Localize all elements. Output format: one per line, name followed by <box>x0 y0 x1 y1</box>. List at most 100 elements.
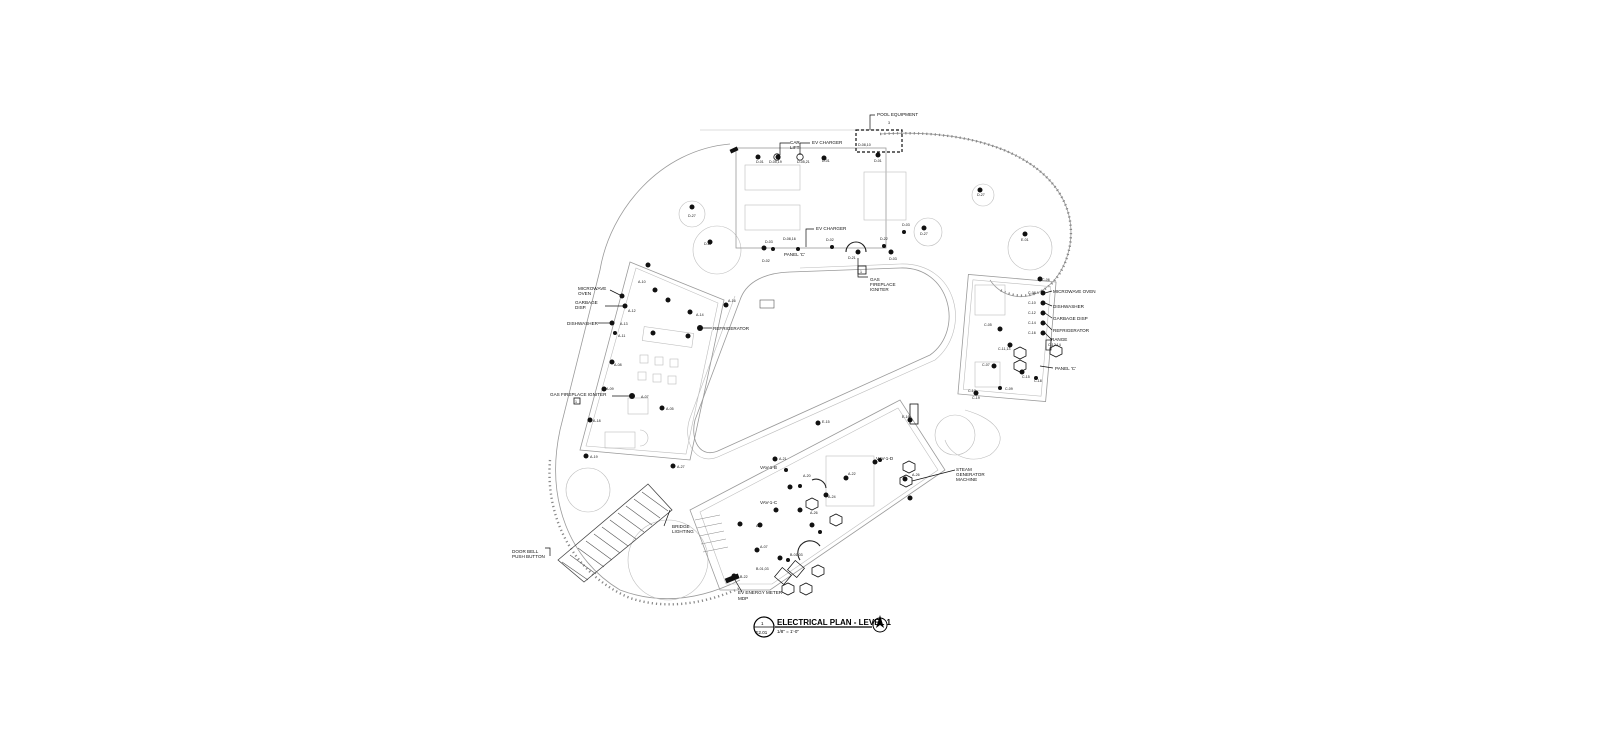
circuit-tag: C-12,14 <box>1048 343 1061 347</box>
circuit-tag: D-01 <box>822 159 830 163</box>
circuit-tag: D-01 <box>874 159 882 163</box>
circuit-tag: D-08,10 <box>858 143 871 147</box>
circuit-tag: A-18 <box>593 419 601 423</box>
label-steam-1: STEAM <box>956 467 972 472</box>
circuit-tag: E-01 <box>1021 238 1029 242</box>
label-microwave-1: MICROWAVE <box>578 286 606 291</box>
callout-labels: POOL EQUIPMENT 3 CAR LIFT EV CHARGER EV … <box>512 112 1096 601</box>
circuit-tag: C-10 <box>1028 301 1036 305</box>
circuit-tag: A-24 <box>828 495 836 499</box>
circuit-tag: E-16 <box>902 415 910 419</box>
circuit-tag: A-22 <box>848 472 856 476</box>
label-dishwasher-right: DISHWASHER <box>1053 304 1085 309</box>
circuit-tag: D-22 <box>880 237 888 241</box>
label-car-lift-1: CAR <box>790 140 800 145</box>
label-ev-charger-mid: EV CHARGER <box>816 226 847 231</box>
label-ev-charger-top: EV CHARGER <box>812 140 843 145</box>
tag-pool: 3 <box>888 121 890 125</box>
label-door-bell-1: DOOR BELL <box>512 549 539 554</box>
electrical-devices <box>573 146 1063 596</box>
circuit-tag: D-03 <box>765 240 773 244</box>
circuit-tag: D-27 <box>704 242 712 246</box>
circuit-tag: C-18 <box>1034 379 1042 383</box>
drawing-number: 1 <box>761 621 764 626</box>
circuit-tag: C-16 <box>1028 331 1036 335</box>
label-car-lift-2: LIFT <box>790 145 800 150</box>
label-garbage-2: DISP. <box>575 305 586 310</box>
circuit-tag: A-27 <box>677 465 685 469</box>
drive-loop <box>687 263 956 460</box>
circuit-tag: D-27 <box>920 232 928 236</box>
site-boundary <box>548 129 1073 606</box>
label-garbage-right: GARBAGE DISP <box>1053 316 1088 321</box>
label-refrigerator-right: REFRIGERATOR <box>1053 328 1090 333</box>
label-refrigerator-left: REFRIGERATOR <box>713 326 750 331</box>
circuit-tag: D-27 <box>688 214 696 218</box>
circuit-tag: D-08,16 <box>783 237 796 241</box>
label-steam-2: GENERATOR <box>956 472 985 477</box>
circuit-tag: A-13 <box>620 322 628 326</box>
circuit-tag: A-11 <box>618 334 625 338</box>
label-bridge-1: BRIDGE <box>672 524 690 529</box>
label-mdp: MDP <box>738 596 748 601</box>
tag-gas-fireplace-left: 1 <box>575 400 577 404</box>
label-bridge-2: LIGHTING <box>672 529 694 534</box>
circuit-tag: D-05,19 <box>769 160 782 164</box>
bottom-wing <box>689 399 946 591</box>
circuit-tag: D-05,21 <box>797 160 810 164</box>
circuit-tag: C-08 <box>1028 291 1036 295</box>
circuit-tag: A-16 <box>728 299 736 303</box>
label-door-bell-2: PUSH BUTTON <box>512 554 545 559</box>
circuit-tag: C-05 <box>984 323 992 327</box>
circuit-tag: D-01 <box>756 160 764 164</box>
label-energy-meter: EV ENERGY METER <box>738 590 783 595</box>
label-gas-fireplace-left: GAS FIREPLACE IGNITER <box>550 392 607 397</box>
label-garbage-1: GARBAGE <box>575 300 598 305</box>
circuit-tag: A-21 <box>779 457 787 461</box>
label-gas-fireplace-1: GAS <box>870 277 880 282</box>
circuit-tag: C-07 <box>982 363 990 367</box>
circuit-tag: C-14 <box>1028 321 1036 325</box>
label-range-right: RANGE <box>1051 337 1067 342</box>
tag-gas-fireplace: 1 <box>860 270 862 274</box>
landscape-circles <box>565 183 1053 601</box>
circuit-tag: E-15 <box>822 420 830 424</box>
circuit-tag: A-10 <box>638 280 646 284</box>
circuit-tag: A-12 <box>628 309 636 313</box>
drawing-scale: 1/8" = 1'-0" <box>777 629 799 634</box>
label-gas-fireplace-2: FIREPLACE <box>870 282 896 287</box>
sheet-number: E2.01 <box>756 630 768 635</box>
circuit-tag: D-03 <box>889 257 897 261</box>
circuit-tag: D-27 <box>977 193 985 197</box>
drawing-title-block: 1 E2.01 ELECTRICAL PLAN - LEVEL 1 1/8" =… <box>753 615 891 638</box>
callout-leaders <box>545 114 1054 593</box>
circuit-tag: B-01,03 <box>790 553 803 557</box>
circuit-tag: D-03 <box>902 223 910 227</box>
garage <box>735 129 907 253</box>
circuit-tag: A-20 <box>803 474 811 478</box>
label-vav-a: VAV-1-B <box>760 465 777 470</box>
circuit-tag: A-05 <box>666 407 674 411</box>
circuit-tag: C-19 <box>972 396 980 400</box>
circuit-tag: C-09 <box>1005 387 1013 391</box>
circuit-tag: D-02 <box>762 259 770 263</box>
label-microwave-right: MICROWAVE OVEN <box>1053 289 1096 294</box>
circuit-tag: A-08 <box>614 363 622 367</box>
circuit-tag: A-26 <box>810 511 818 515</box>
label-vav-c: VAV-1-D <box>876 456 894 461</box>
circuit-tag: D-02 <box>826 238 834 242</box>
label-panel-c-right: PANEL 'C' <box>1055 366 1076 371</box>
circuit-tag: D-21 <box>848 256 856 260</box>
circuit-tag: B-22 <box>740 575 748 579</box>
label-pool-equipment: POOL EQUIPMENT <box>877 112 918 117</box>
circuit-tag: C-12 <box>1028 311 1036 315</box>
circuit-tag: C-06 <box>1042 278 1050 282</box>
circuit-tag: A-2 <box>756 524 762 528</box>
circuit-tag: C-11,13 <box>998 347 1011 351</box>
left-wing <box>579 261 725 461</box>
circuit-tag: A-07 <box>641 395 649 399</box>
circuit-tag: A-07 <box>760 545 768 549</box>
label-gas-fireplace-3: IGNITER <box>870 287 889 292</box>
circuit-tag: A-19 <box>590 455 598 459</box>
circuit-tag: B-01,03 <box>756 567 769 571</box>
